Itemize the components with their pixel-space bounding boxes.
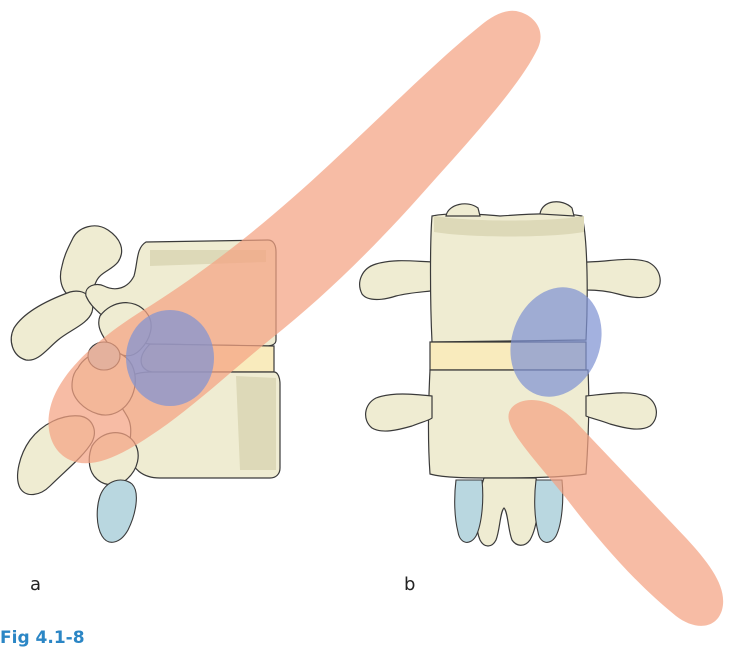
lower-transverse-process-right <box>586 393 656 429</box>
anterior-view-panel <box>360 202 723 626</box>
facet-cartilage-right-b <box>535 480 563 542</box>
target-zone-a <box>126 310 214 406</box>
upper-transverse-process-right <box>586 259 660 297</box>
panel-label-b: b <box>404 574 415 595</box>
lower-transverse-process-left <box>366 394 432 431</box>
facet-cartilage-lower <box>97 480 136 542</box>
lower-spinous-elements <box>477 478 538 546</box>
upper-transverse-process-left <box>360 261 438 300</box>
transverse-process <box>11 291 92 360</box>
figure-caption: Fig 4.1-8 <box>0 628 85 648</box>
panel-label-a: a <box>30 574 41 595</box>
